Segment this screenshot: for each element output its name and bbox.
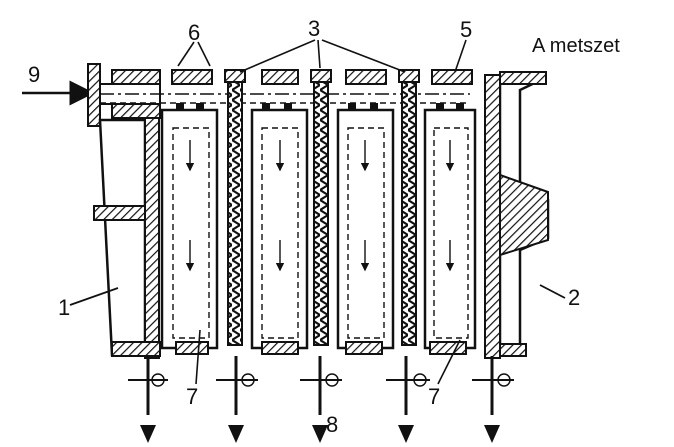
callout-3: 3 — [239, 16, 406, 73]
plate-1 — [224, 69, 246, 346]
frame-3 — [336, 69, 395, 355]
label-8: 8 — [326, 412, 338, 437]
right-head-plate: 2 — [484, 71, 580, 359]
callout-8: 8 — [326, 412, 338, 437]
callout-6: 6 — [177, 20, 211, 67]
label-9: 9 — [28, 62, 40, 87]
label-3: 3 — [308, 16, 320, 41]
flow-arrows — [185, 140, 455, 272]
inlet-flange — [87, 63, 161, 127]
outlet-valve-5 — [472, 356, 514, 443]
feed-ports — [176, 103, 464, 111]
plate-3 — [398, 69, 420, 346]
label-7-left: 7 — [186, 384, 198, 409]
frame-1 — [160, 69, 219, 355]
label-2: 2 — [568, 285, 580, 310]
outlet-valves — [128, 356, 514, 443]
section-title: A metszet — [532, 35, 620, 57]
label-5: 5 — [460, 17, 472, 42]
frame-2 — [250, 69, 309, 355]
callout-5: 5 — [454, 17, 472, 73]
outlet-valve-2 — [216, 356, 258, 443]
outlet-valve-3 — [300, 356, 342, 443]
callout-7-right: 7 — [428, 339, 461, 409]
outlet-valve-4 — [386, 356, 430, 443]
left-head-plate: 1 — [58, 117, 161, 359]
callout-7-left: 7 — [186, 329, 201, 409]
plate-2 — [310, 69, 332, 346]
label-6: 6 — [188, 20, 200, 45]
label-1: 1 — [58, 295, 70, 320]
inlet-arrow: 9 — [22, 62, 95, 106]
outlet-valve-1 — [128, 356, 168, 443]
frame-4 — [423, 69, 477, 355]
label-7-right: 7 — [428, 384, 440, 409]
